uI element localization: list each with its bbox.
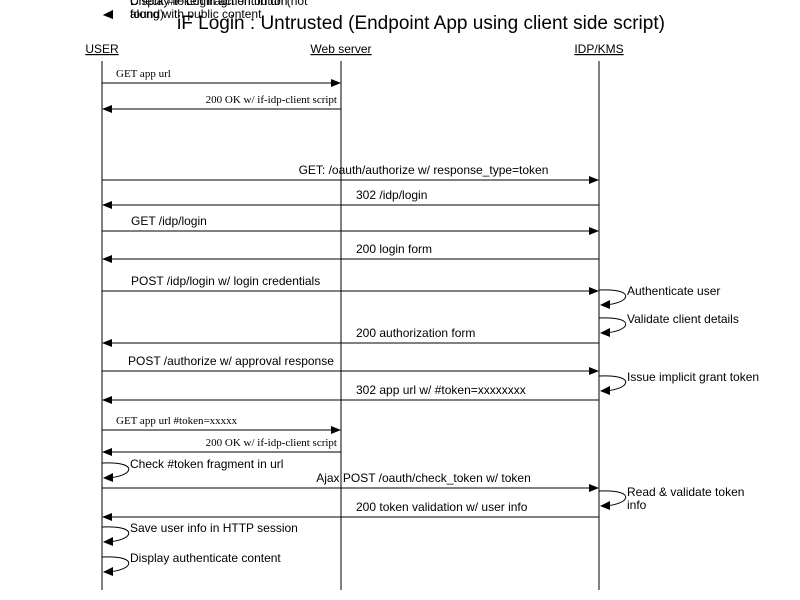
self-message-arrow xyxy=(101,556,130,573)
message-11: 200 authorization form xyxy=(102,326,599,347)
arrow-head xyxy=(589,176,599,184)
self-message-label: Issue implicit grant token xyxy=(627,370,759,384)
message-8: POST /idp/login w/ login credentials xyxy=(102,274,599,295)
self-message-arrow xyxy=(598,289,627,306)
message-21: Save user info in HTTP session xyxy=(101,521,298,546)
message-0: GET app url xyxy=(102,68,341,87)
message-18: Ajax POST /oauth/check_token w/ token xyxy=(102,471,599,492)
message-13: Issue implicit grant token xyxy=(598,370,759,395)
arrow-head xyxy=(600,501,610,510)
self-message-arrow xyxy=(101,462,130,479)
self-message-arrow xyxy=(598,375,627,392)
self-message-label: Check #token fragment in url xyxy=(130,457,283,471)
arrow-head xyxy=(102,396,112,404)
message-label: 200 token validation w/ user info xyxy=(356,500,528,514)
arrow-head xyxy=(103,537,113,546)
message-5: 302 /idp/login xyxy=(102,188,599,209)
message-label: 302 /idp/login xyxy=(356,188,427,202)
message-label: GET: /oauth/authorize w/ response_type=t… xyxy=(299,163,549,177)
participant-idp: IDP/KMS xyxy=(574,42,623,56)
message-15: GET app url #token=xxxxx xyxy=(102,415,341,434)
arrow-head xyxy=(102,448,112,456)
message-7: 200 login form xyxy=(102,242,599,263)
message-label: 200 authorization form xyxy=(356,326,475,340)
arrow-head xyxy=(102,201,112,209)
arrow-head xyxy=(102,339,112,347)
message-1: 200 OK w/ if-idp-client script xyxy=(102,94,341,113)
arrow-head xyxy=(103,567,113,576)
arrow-head xyxy=(331,79,341,87)
message-12: POST /authorize w/ approval response xyxy=(102,354,599,375)
message-label: POST /authorize w/ approval response xyxy=(128,354,334,368)
arrow-head xyxy=(103,10,113,19)
self-message-label: Save user info in HTTP session xyxy=(130,521,298,535)
arrow-head xyxy=(600,386,610,395)
participants: USER Web server IDP/KMS xyxy=(85,42,623,56)
self-message-label: Authenticate user xyxy=(627,284,720,298)
self-message-label: Display authenticate content xyxy=(130,551,281,565)
message-14: 302 app url w/ #token=xxxxxxxx xyxy=(102,383,599,404)
message-label: GET app url xyxy=(116,68,171,80)
arrow-head xyxy=(589,367,599,375)
diagram-title: iF Login : Untrusted (Endpoint App using… xyxy=(177,13,665,34)
message-20: 200 token validation w/ user info xyxy=(102,500,599,521)
participant-web: Web server xyxy=(310,42,371,56)
message-label: Ajax POST /oauth/check_token w/ token xyxy=(316,471,531,485)
message-6: GET /idp/login xyxy=(102,214,599,235)
message-label: GET /idp/login xyxy=(131,214,207,228)
message-9: Authenticate user xyxy=(598,284,720,309)
arrow-head xyxy=(102,255,112,263)
arrow-head xyxy=(589,484,599,492)
arrow-head xyxy=(600,328,610,337)
arrow-head xyxy=(589,227,599,235)
arrow-head xyxy=(102,105,112,113)
message-4: GET: /oauth/authorize w/ response_type=t… xyxy=(102,163,599,184)
lifelines xyxy=(101,61,600,590)
self-message-label: Validate client details xyxy=(627,312,739,326)
message-label: 302 app url w/ #token=xxxxxxxx xyxy=(356,383,526,397)
self-message-arrow xyxy=(598,490,627,507)
arrow-head xyxy=(331,426,341,434)
arrow-head xyxy=(600,300,610,309)
message-16: 200 OK w/ if-idp-client script xyxy=(102,437,341,456)
self-message-arrow xyxy=(101,526,130,543)
message-22: Display authenticate content xyxy=(101,551,281,576)
message-17: Check #token fragment in url xyxy=(101,457,283,482)
messages: GET app url 200 OK w/ if-idp-client scrip… xyxy=(102,0,759,576)
message-label: GET app url #token=xxxxx xyxy=(116,415,238,427)
message-label: 200 OK w/ if-idp-client script xyxy=(206,437,337,449)
message-10: Validate client details xyxy=(598,312,739,337)
message-label: 200 login form xyxy=(356,242,432,256)
arrow-head xyxy=(102,513,112,521)
arrow-head xyxy=(589,287,599,295)
message-label: 200 OK w/ if-idp-client script xyxy=(206,94,337,106)
arrow-head xyxy=(103,473,113,482)
participant-user: USER xyxy=(85,42,119,56)
self-message-arrow xyxy=(598,317,627,334)
message-label: POST /idp/login w/ login credentials xyxy=(131,274,320,288)
